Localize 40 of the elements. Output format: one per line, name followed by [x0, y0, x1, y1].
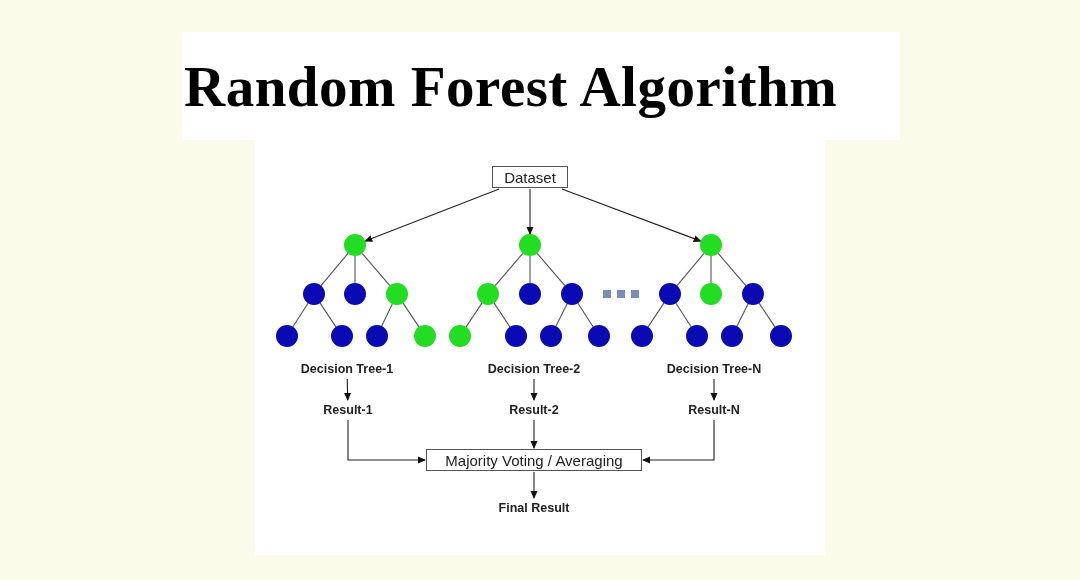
process-box: Dataset	[492, 166, 568, 188]
node-label: Result-1	[313, 401, 383, 419]
process-box: Majority Voting / Averaging	[426, 449, 642, 471]
arrow	[710, 378, 718, 401]
node-label: Result-2	[499, 401, 569, 419]
tree-branch	[465, 302, 483, 328]
arrow	[526, 188, 534, 235]
tree-branch	[536, 252, 566, 287]
tree-branch	[493, 302, 511, 328]
arrow	[347, 419, 426, 464]
tree-branch	[676, 252, 705, 287]
tree-branch	[292, 302, 309, 328]
tree-branch	[402, 302, 420, 328]
tree-branch	[361, 252, 391, 287]
arrow	[561, 188, 702, 242]
tree-branch	[320, 252, 349, 287]
node-label: Result-N	[679, 401, 749, 419]
arrow	[530, 419, 538, 449]
arrow	[344, 378, 352, 401]
node-label: Final Result	[489, 499, 579, 517]
tree-branch	[494, 252, 524, 287]
tree-branch	[577, 302, 594, 328]
tree-branch	[381, 303, 393, 327]
tree-branch	[555, 303, 568, 327]
node-label: Decision Tree-N	[654, 360, 774, 378]
tree-branch	[758, 302, 776, 328]
tree-branch	[529, 255, 531, 284]
tree-branch	[354, 255, 356, 284]
node-label: Decision Tree-2	[476, 360, 592, 378]
tree-branch	[717, 252, 747, 287]
tree-branch	[736, 303, 749, 327]
tree-branch	[647, 302, 665, 328]
arrow	[364, 188, 500, 242]
tree-branch	[675, 302, 692, 328]
tree-branch	[319, 302, 337, 328]
tree-branch	[710, 255, 712, 284]
arrow	[530, 378, 538, 401]
node-label: Decision Tree-1	[289, 360, 405, 378]
arrow	[530, 471, 538, 499]
arrow	[642, 419, 715, 464]
